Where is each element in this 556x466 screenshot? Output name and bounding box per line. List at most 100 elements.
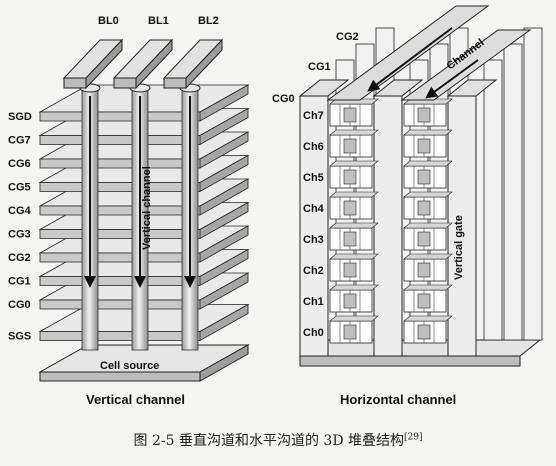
cell-gate [417, 200, 431, 216]
layer-side-face [199, 201, 249, 240]
bitline-side [185, 38, 223, 90]
layer-label: CG1 [8, 276, 31, 288]
gate-label: CG0 [272, 93, 295, 105]
left-subtitle: Vertical channel [86, 392, 185, 407]
cell-gate [343, 138, 357, 154]
layer-side-face [199, 131, 249, 169]
channel-label: Ch4 [303, 203, 325, 215]
channel-pillar [179, 83, 201, 351]
cell-gate [417, 231, 431, 247]
cell-top [329, 222, 379, 229]
cell-top [329, 191, 379, 198]
layer-side-face [199, 272, 249, 310]
channel-label: Ch7 [303, 110, 324, 122]
channel-cell [403, 284, 453, 313]
channel-label: Ch2 [303, 265, 324, 277]
channel-cell [329, 129, 379, 158]
vertical-channel-diagram: Cell source SGSCG0CG1CG2CG3CG4CG5CG6CG7S… [8, 15, 250, 407]
gate-label: CG2 [336, 31, 359, 43]
caption-ref: [29] [404, 432, 423, 443]
channel-cell [329, 98, 379, 127]
vertical-channel-label: Vertical channel [141, 166, 153, 250]
channel-cell [329, 315, 379, 344]
cell-gate [343, 293, 357, 309]
layer-label: CG4 [8, 205, 32, 217]
channel-cell [329, 160, 379, 189]
bitline-label: BL0 [98, 15, 119, 27]
cell-top [403, 160, 453, 167]
bitline: BL1 [112, 15, 174, 90]
layer-side-face [199, 84, 249, 122]
front-gate-slab [299, 95, 329, 357]
front-gate-slab [373, 95, 403, 357]
layer-front-face [39, 229, 201, 239]
cell-gate [343, 200, 357, 216]
front-gate-top [446, 79, 498, 97]
bitline-side [85, 38, 123, 90]
cell-top [329, 315, 379, 322]
front-gate-top [372, 79, 424, 97]
gate-label: CG1 [308, 61, 331, 73]
layer-label: SGS [8, 331, 31, 343]
cell-source-plate [38, 344, 250, 382]
bitline-label: BL1 [148, 15, 169, 27]
cell-top [403, 222, 453, 229]
figure-caption: 图 2-5 垂直沟道和水平沟道的 3D 堆叠结构[29] [0, 430, 556, 450]
layer-front-face [39, 111, 201, 122]
cell-gate [343, 107, 357, 123]
layer-side-face [199, 178, 249, 216]
cell-source-label: Cell source [100, 360, 159, 372]
cell-top [403, 191, 453, 198]
layer-label: SGD [8, 111, 32, 123]
cell-gate [417, 262, 431, 278]
channel-cell [329, 284, 379, 313]
right-subtitle: Horizontal channel [340, 392, 456, 407]
channel-pillar [129, 83, 151, 351]
layer-side-face [199, 248, 249, 287]
bitline-label: BL2 [198, 15, 219, 27]
figure-3d-nand: Cell source SGSCG0CG1CG2CG3CG4CG5CG6CG7S… [8, 5, 543, 407]
channel-cell [329, 191, 379, 220]
layer-label: CG7 [8, 135, 31, 147]
bitlines: BL0 BL1 BL2 [62, 15, 224, 90]
front-gate-top [298, 79, 350, 97]
channel-cell [403, 222, 453, 251]
cell-gate [343, 169, 357, 185]
bitline-side [135, 38, 173, 90]
gate-slab [483, 59, 503, 341]
layer-front-face [39, 205, 201, 216]
layer-side-face [199, 154, 249, 193]
top-channel-bars [326, 5, 532, 101]
layer-front-face [39, 299, 201, 310]
cell-top [329, 253, 379, 260]
bottom-plate [298, 339, 542, 367]
channel-label: Ch6 [303, 141, 324, 153]
layer-front-face [39, 252, 201, 263]
channel-pillar [79, 83, 101, 351]
channel-cell [329, 222, 379, 251]
gate-slab [523, 27, 543, 341]
channel-cell [403, 160, 453, 189]
cell-top [403, 284, 453, 291]
layer-side-face [199, 303, 249, 342]
layer-front-face [39, 331, 201, 341]
channel-cell [403, 129, 453, 158]
layer-side-face [199, 225, 249, 263]
cell-top [403, 129, 453, 136]
bitline: BL0 [62, 15, 124, 90]
layer-front-face [39, 182, 201, 192]
gate-slab [503, 43, 523, 341]
cell-top [403, 253, 453, 260]
cell-gate [417, 138, 431, 154]
cell-gate [343, 262, 357, 278]
layer-side-face [199, 107, 249, 146]
bitline-front [163, 77, 187, 89]
layer-front-face [39, 135, 201, 145]
cell-top [329, 129, 379, 136]
channel-pillars [79, 83, 201, 351]
caption-text: 图 2-5 垂直沟道和水平沟道的 3D 堆叠结构 [133, 433, 404, 449]
layer-label: CG3 [8, 229, 31, 241]
cell-gate [417, 169, 431, 185]
